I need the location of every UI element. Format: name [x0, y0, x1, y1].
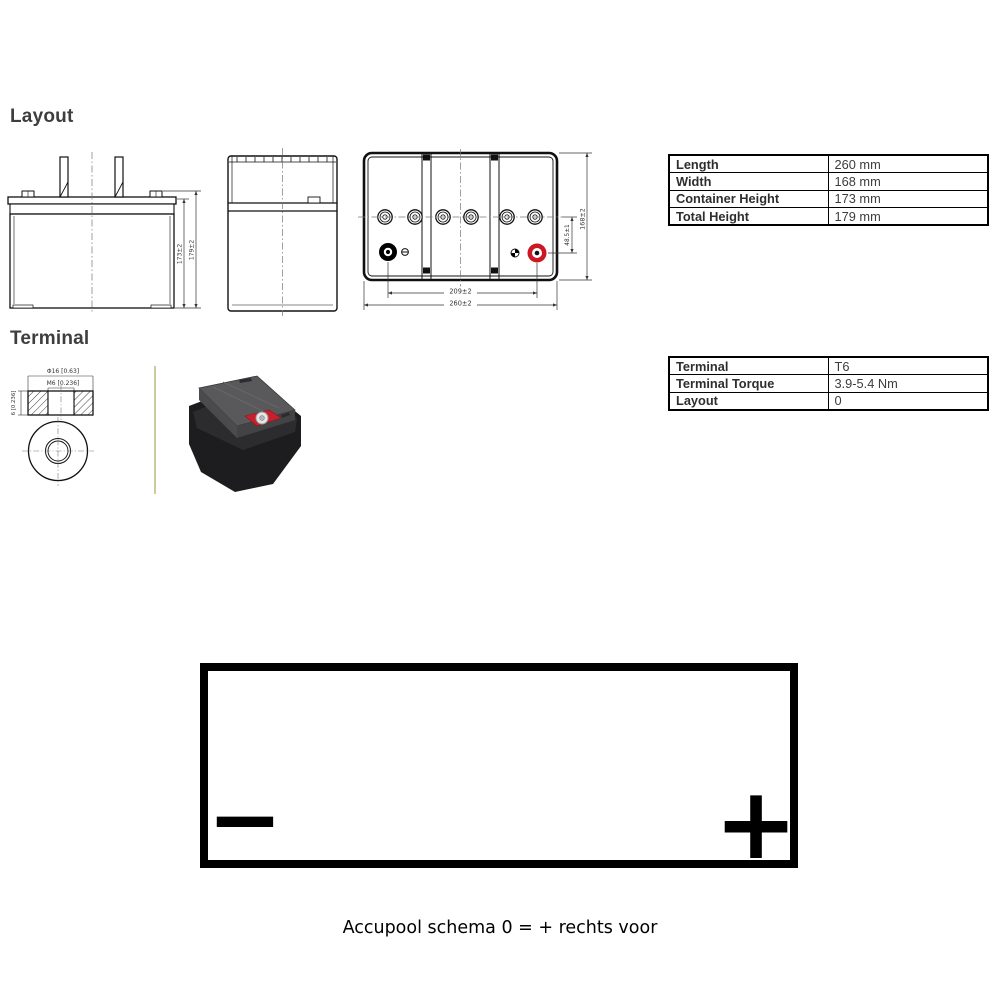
battery-front-view-drawing: 173±2 179±2: [7, 152, 201, 314]
slot-vent: [401, 248, 409, 256]
lid-slot: [239, 378, 252, 383]
spec-value: 3.9-5.4 Nm: [827, 374, 989, 393]
terminal-section-heading: Terminal: [10, 328, 90, 349]
terminal-height-dimension: [18, 390, 28, 416]
table-row: Terminal T6: [668, 356, 989, 375]
spec-value: T6: [827, 356, 989, 375]
dim-label-mask: [444, 286, 477, 295]
spec-label: Container Height: [668, 189, 829, 208]
spec-value: 173 mm: [827, 189, 989, 208]
spec-value: 260 mm: [827, 154, 989, 173]
spec-value: 179 mm: [827, 207, 989, 226]
total-height-dim-label: 179±2: [189, 240, 196, 260]
handle-recess-channels: [421, 153, 500, 280]
spec-label: Terminal Torque: [668, 374, 829, 393]
terminal-plan-view: [22, 417, 94, 486]
spec-value: 0: [827, 391, 989, 410]
vertical-separator: [154, 366, 156, 494]
schema-caption: Accupool schema 0 = + rechts voor: [342, 918, 658, 938]
battery-top-view-drawing: 209±2 260±2 48.5±1 168±2: [358, 149, 592, 310]
terminal-thread-label: M6 [0.236]: [47, 380, 80, 387]
terminal-posts: [21, 190, 163, 198]
terminal-top-dimensions: [27, 375, 94, 391]
spec-label: Length: [668, 154, 829, 173]
spec-label: Width: [668, 172, 829, 191]
spec-label: Total Height: [668, 207, 829, 226]
layout-section-heading: Layout: [10, 106, 74, 127]
battery-end-view-drawing: [227, 148, 338, 316]
spec-value: 168 mm: [827, 172, 989, 191]
length-dim-label: 260±2: [449, 300, 471, 308]
table-row: Total Height 179 mm: [668, 207, 989, 226]
battery-3d-render: [189, 375, 301, 492]
negative-pole-symbol: −: [207, 767, 283, 872]
table-row: Terminal Torque 3.9-5.4 Nm: [668, 374, 989, 393]
lid-vent-ticks: [236, 157, 328, 162]
table-row: Length 260 mm: [668, 154, 989, 173]
table-row: Layout 0: [668, 391, 989, 410]
spec-label: Terminal: [668, 356, 829, 375]
dimensions-table: Length 260 mm Width 168 mm Container Hei…: [668, 154, 989, 226]
terminal-detail-drawing: Φ16 [0.63] M6 [0.236] 6 [0.236]: [11, 368, 94, 486]
lid-vent: [281, 412, 290, 418]
width-dim-label: 168±2: [579, 208, 587, 230]
terminal-table: Terminal T6 Terminal Torque 3.9-5.4 Nm L…: [668, 356, 989, 411]
terminal-section-view: [27, 390, 94, 416]
right-dimensions: [548, 152, 592, 281]
terminal-cover-red: [244, 409, 282, 427]
positive-terminal: [527, 243, 547, 263]
terminal-pitch-dim-label: 209±2: [449, 288, 471, 296]
positive-pole-symbol: +: [714, 765, 798, 882]
table-row: Container Height 173 mm: [668, 189, 989, 208]
height-dimensions: [163, 190, 201, 309]
terminal-offset-dim-label: 48.5±1: [565, 224, 571, 246]
cross-vent: [510, 248, 520, 258]
pole-layout-schema: − +: [200, 663, 798, 882]
terminal-diameter-label: Φ16 [0.63]: [47, 368, 79, 375]
table-row: Width 168 mm: [668, 172, 989, 191]
dim-label-mask: [444, 298, 477, 307]
spec-label: Layout: [668, 391, 829, 410]
carry-handles: [59, 156, 124, 198]
negative-terminal: [379, 243, 397, 261]
container-height-dim-label: 173±2: [177, 244, 184, 264]
terminal-height-label: 6 [0.236]: [11, 391, 17, 416]
